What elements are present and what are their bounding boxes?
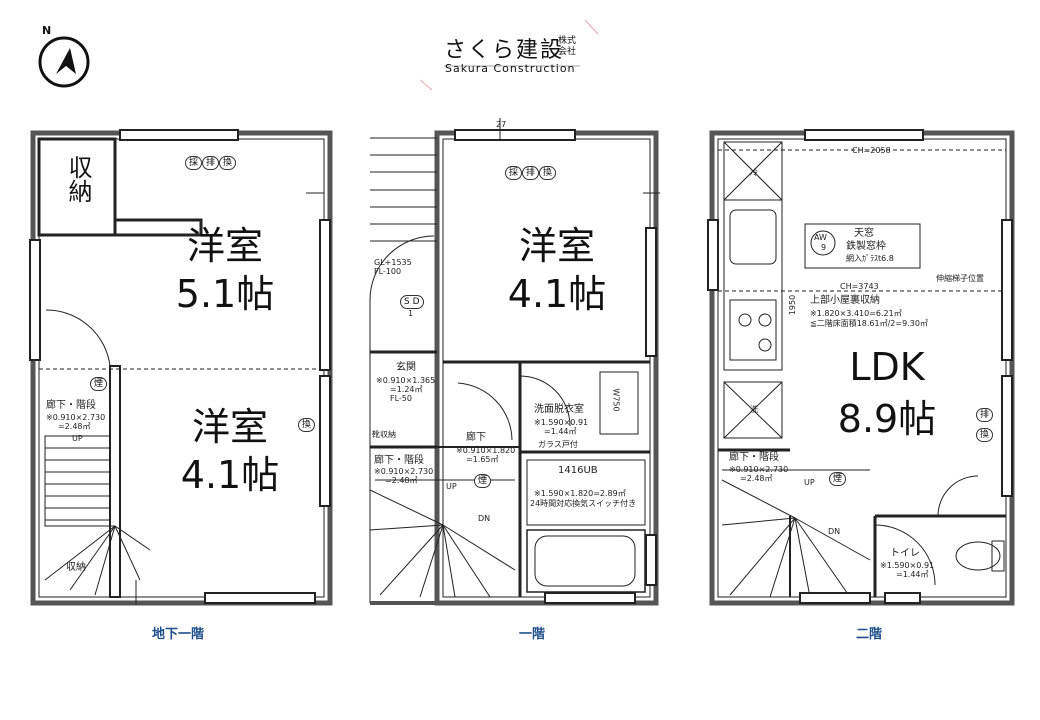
vent-badge: 排 — [202, 156, 220, 170]
company-corp-suffix-1: 株式 — [558, 36, 577, 46]
first-vent-badges: 採排換 — [505, 160, 557, 180]
vent-badge: 換 — [976, 428, 994, 442]
compass-icon — [38, 36, 90, 88]
entrance-label: 玄関 — [396, 362, 416, 373]
ladder-position: 伸縮梯子位置 — [936, 274, 984, 283]
room-western-5-1-size: 5.1帖 — [175, 272, 275, 316]
basement-hall-area: =2.48㎡ — [58, 422, 91, 431]
loft-storage-label: 上部小屋裏収納 — [810, 295, 880, 306]
exchange-vent-icon: 換 — [298, 418, 316, 432]
room-western-4-1-size: 4.1帖 — [180, 453, 280, 497]
skylight-glass: 網入ｶﾞﾗｽt6.8 — [846, 254, 894, 263]
toilet-area: =1.44㎡ — [896, 570, 929, 579]
first-hall-stairs-calc: ※0.910×2.730 — [374, 467, 434, 476]
toilet-calc: ※1.590×0.91 — [880, 561, 935, 570]
basement-up-label: UP — [72, 434, 83, 443]
washer-label: 洗 — [750, 405, 758, 414]
washbasin-w750: W750 — [611, 388, 621, 412]
skylight-frame: 鉄製窓枠 — [846, 241, 886, 252]
second-dn-label: DN — [828, 527, 841, 536]
logo-accent-icon — [420, 20, 599, 90]
unit-bath-label: 1416UB — [558, 465, 598, 476]
company-name-en: Sakura Construction — [445, 62, 576, 75]
skylight-label: 天窓 — [854, 228, 874, 239]
basement-hall-label: 廊下・階段 — [46, 400, 96, 411]
loft-storage-limit: ≦二階床面積18.61㎡/2=9.30㎡ — [810, 319, 928, 328]
loft-storage-calc: ※1.820×3.410=6.21㎡ — [810, 309, 902, 318]
toilet-label: トイレ — [890, 548, 920, 559]
smoke-detector-icon: 煙 — [90, 377, 108, 391]
corridor-area: =1.65㎡ — [466, 455, 499, 464]
basement-vent-badges: 採排換 — [185, 150, 237, 170]
room-western-4-1-name: 洋室 — [191, 405, 268, 449]
compass-north-label: N — [42, 24, 52, 37]
vent-badge: 採 — [185, 156, 203, 170]
sd-symbol: S D — [400, 295, 424, 309]
floor-label-second: 二階 — [856, 627, 883, 642]
vent-badge: 換 — [539, 166, 557, 180]
vent-badge: 採 — [505, 166, 523, 180]
unit-bath-note: 24時間対応換気スイッチ付き — [530, 499, 637, 508]
entrance-area: =1.24㎡ — [390, 385, 423, 394]
floor-label-first: 一階 — [519, 627, 546, 642]
washroom-label: 洗面脱衣室 — [534, 404, 584, 415]
shoe-storage-label: 靴収納 — [372, 430, 396, 439]
room-western-first-size: 4.1帖 — [507, 272, 607, 316]
dimension-1950: 1950 — [788, 294, 798, 316]
plan-basement — [29, 129, 333, 606]
sd-number: 1 — [408, 309, 414, 318]
smoke-detector-icon: 煙 — [474, 474, 492, 488]
corridor-label: 廊下 — [466, 432, 486, 443]
first-dn-label: DN — [478, 514, 491, 523]
compass: N — [34, 24, 94, 90]
second-hall-stairs-label: 廊下・階段 — [729, 452, 779, 463]
first-up-label: UP — [446, 482, 457, 491]
glass-door-label: ガラス戸付 — [538, 440, 578, 449]
room-ldk-size: 8.9帖 — [837, 397, 937, 441]
basement-hall-calc: ※0.910×2.730 — [46, 413, 106, 422]
ceiling-height-mid: CH=3743 — [840, 282, 879, 291]
vent-badge: 換 — [219, 156, 237, 170]
room-western-5-1-name: 洋室 — [186, 224, 263, 268]
second-hall-stairs-calc: ※0.910×2.730 — [729, 465, 789, 474]
corridor-calc: ※0.910×1.820 — [456, 446, 516, 455]
aw-symbol: AW — [814, 233, 827, 242]
room-ldk-name: LDK — [849, 345, 925, 389]
basement-storage-small: 収納 — [66, 562, 86, 573]
second-hall-stairs-area: =2.48㎡ — [740, 474, 773, 483]
company-name-jp: さくら建設 — [444, 38, 565, 63]
second-vent-badges: 排換 — [976, 402, 998, 442]
vent-badge: 排 — [522, 166, 540, 180]
entrance-fl: FL-50 — [390, 394, 412, 403]
first-hall-stairs-area: =2.48㎡ — [385, 476, 418, 485]
second-up-label: UP — [804, 478, 815, 487]
first-hall-stairs-label: 廊下・階段 — [374, 455, 424, 466]
company-logo: さくら建設 株式 会社 Sakura Construction — [420, 20, 610, 90]
room-western-first-name: 洋室 — [518, 224, 595, 268]
fl-label: FL-100 — [374, 267, 402, 276]
entrance-calc: ※0.910×1.365 — [376, 376, 436, 385]
room-storage-name: 収納 — [64, 155, 92, 203]
unit-bath-calc: ※1.590×1.820=2.89㎡ — [534, 489, 626, 498]
company-corp-suffix-2: 会社 — [558, 47, 577, 57]
dimension-27: 27 — [496, 120, 507, 129]
floor-label-basement: 地下一階 — [152, 627, 205, 642]
fridge-label: 冷 — [750, 168, 758, 177]
smoke-detector-icon: 煙 — [829, 472, 847, 486]
ceiling-height-top: CH=2058 — [852, 146, 891, 155]
washroom-calc: ※1.590×0.91 — [534, 418, 589, 427]
aw-number: 9 — [821, 243, 827, 252]
plan-first-floor — [369, 118, 660, 606]
gl-label: GL+1535 — [374, 258, 412, 267]
plan-second-floor — [707, 129, 1015, 606]
vent-badge: 排 — [976, 408, 994, 422]
washroom-area: =1.44㎡ — [544, 427, 577, 436]
